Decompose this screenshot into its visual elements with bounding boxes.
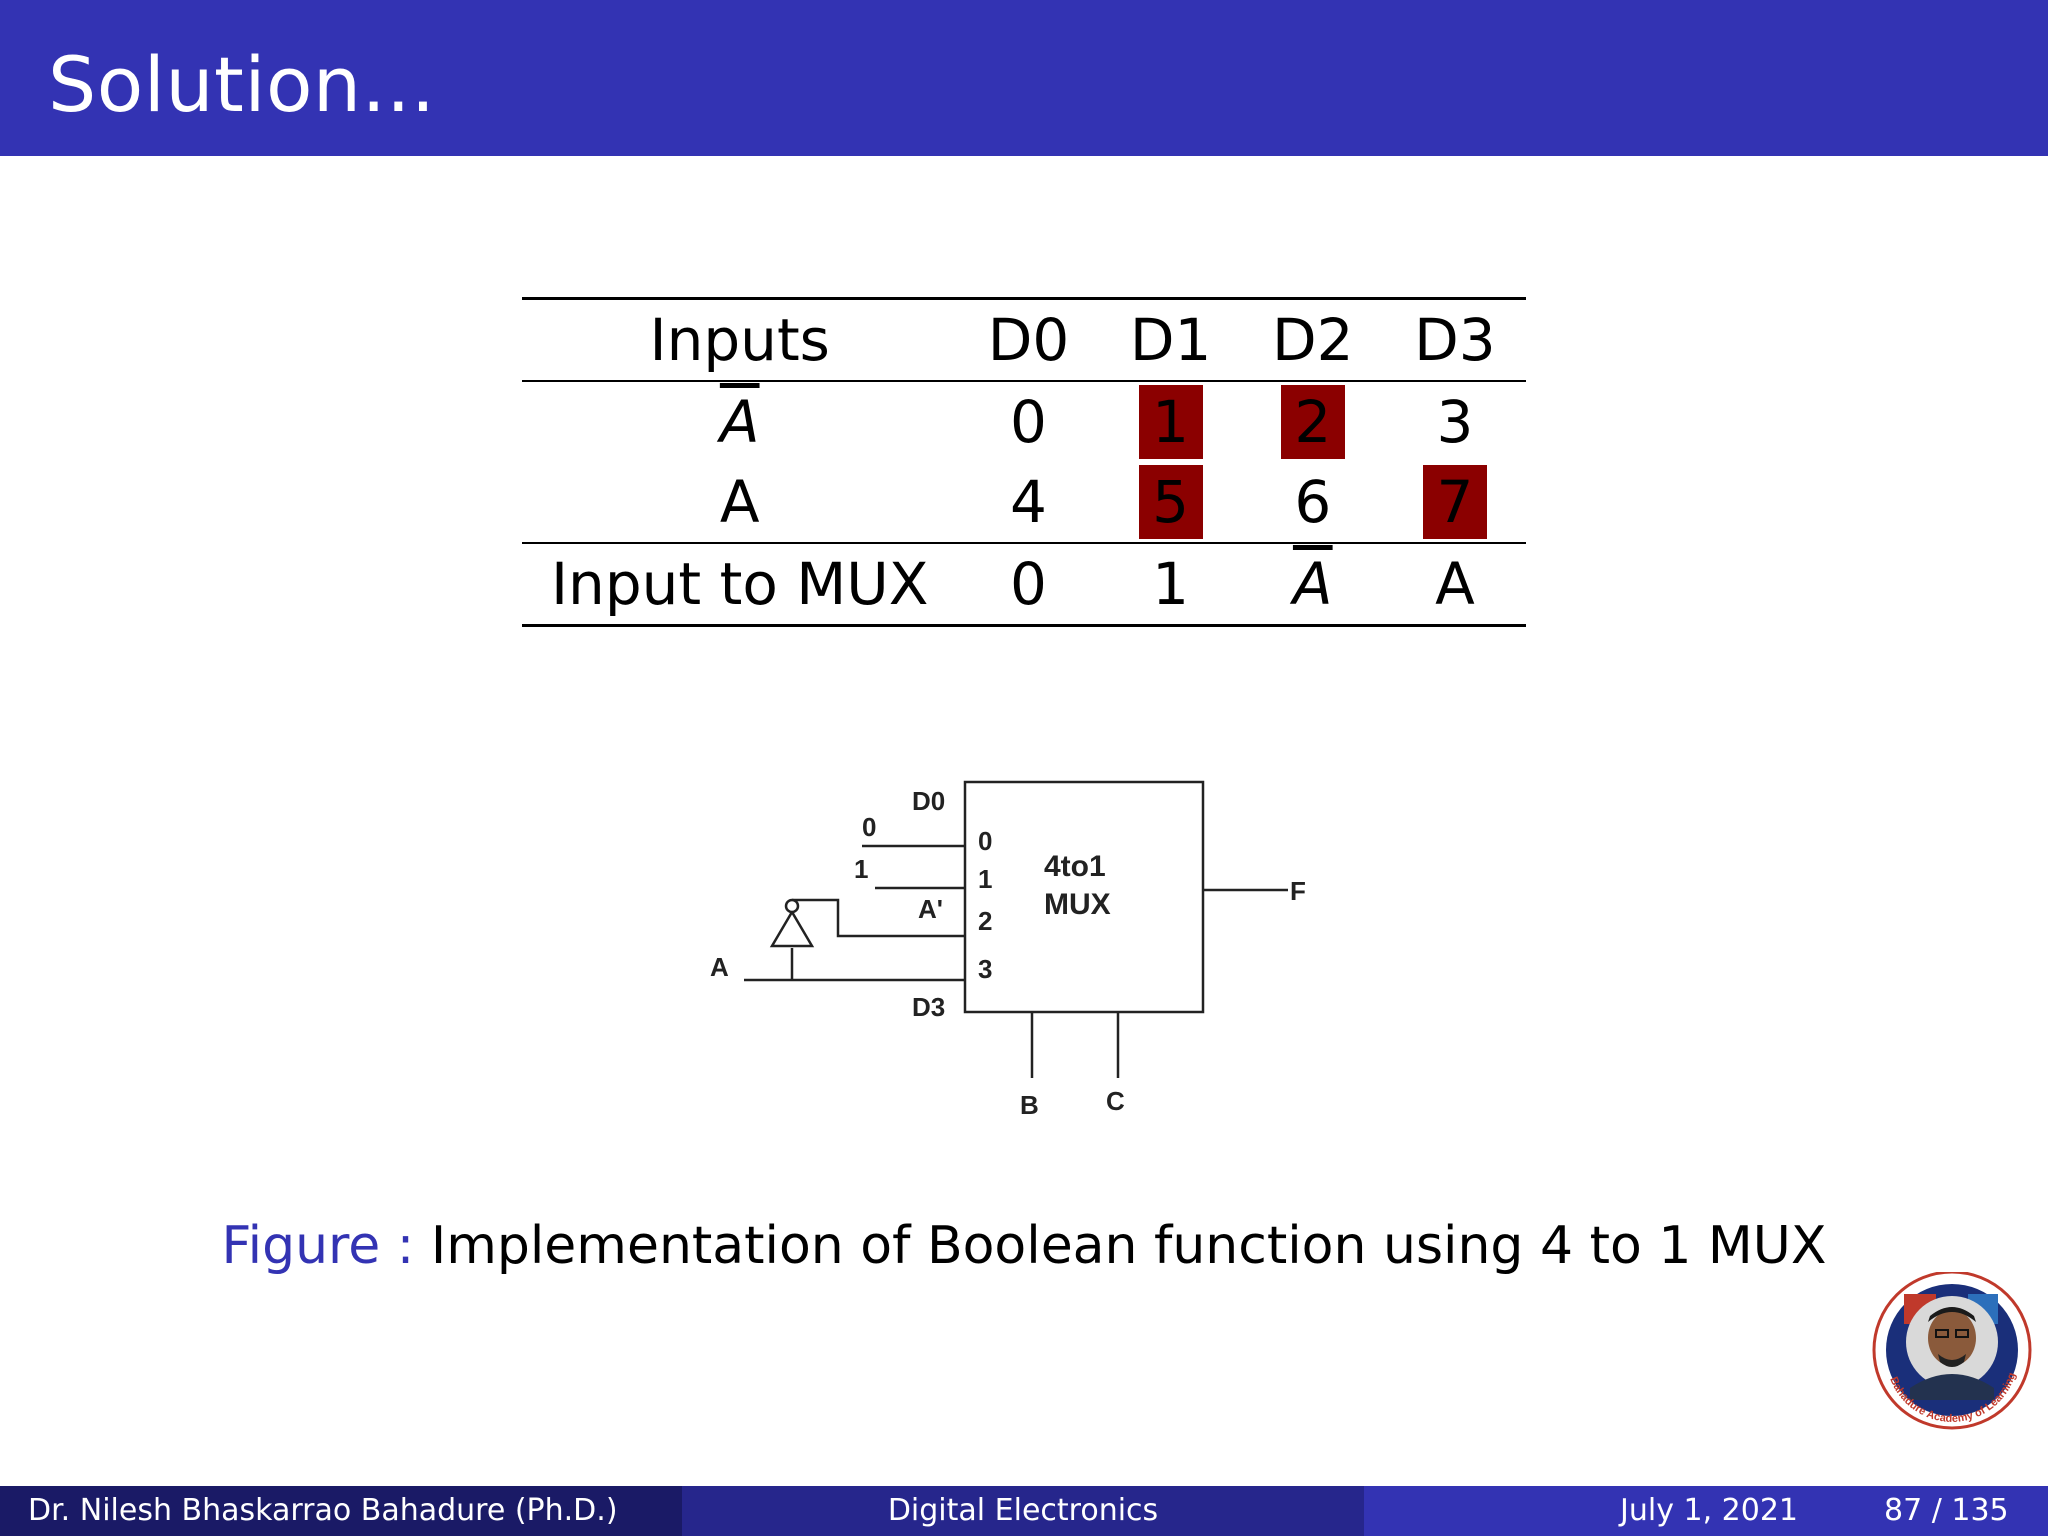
footer-bar: Dr. Nilesh Bhaskarrao Bahadure (Ph.D.) D… <box>0 1486 2048 1536</box>
table-cell: 0 <box>1010 550 1047 618</box>
row-label-a: A <box>719 468 760 536</box>
row-label-input-to-mux: Input to MUX <box>550 550 929 618</box>
table-header-row: Inputs D0 D1 D2 D3 <box>522 298 1526 382</box>
mux-label-line2: MUX <box>1044 888 1111 921</box>
footer-page-number: 87 / 135 <box>1884 1493 2009 1528</box>
portrait-face <box>1928 1310 1976 1366</box>
label-d0: D0 <box>912 786 945 816</box>
label-output-f: F <box>1290 876 1306 906</box>
label-input-1: 1 <box>854 854 868 884</box>
pin-1: 1 <box>978 864 992 894</box>
footer-author: Dr. Nilesh Bhaskarrao Bahadure (Ph.D.) <box>28 1493 618 1528</box>
table-cell: 0 <box>1010 388 1047 456</box>
title-bar: Solution... <box>0 0 2048 156</box>
table-cell: A <box>1435 550 1475 618</box>
header-d2: D2 <box>1271 306 1354 374</box>
table-cell-highlighted: 7 <box>1384 462 1526 543</box>
pin-2: 2 <box>978 906 992 936</box>
table-cell-highlighted: 1 <box>1100 381 1242 462</box>
header-inputs: Inputs <box>649 306 830 374</box>
caption-label: Figure : <box>221 1216 415 1276</box>
table-cell: A <box>1292 550 1333 618</box>
table-cell-highlighted: 5 <box>1100 462 1242 543</box>
line-a-not <box>792 898 965 938</box>
table-cell-highlighted: 2 <box>1242 381 1384 462</box>
row-label-a-bar: A <box>719 388 760 456</box>
table-cell: 3 <box>1436 388 1474 456</box>
label-d3: D3 <box>912 992 945 1022</box>
footer-left: Dr. Nilesh Bhaskarrao Bahadure (Ph.D.) <box>0 1486 682 1536</box>
footer-right: July 1, 2021 87 / 135 <box>1364 1486 2048 1536</box>
label-a-not: A' <box>918 894 943 924</box>
academy-logo: Bahadure Academy of Learning <box>1872 1272 2032 1430</box>
footer-date: July 1, 2021 <box>1620 1493 1798 1528</box>
caption-text: Implementation of Boolean function using… <box>430 1216 1827 1276</box>
mux-circuit-diagram: D0 0 1 A' A D3 0 1 2 3 4to1 MUX F B C <box>710 780 1306 1120</box>
figure-caption: Figure : Implementation of Boolean funct… <box>0 1216 2048 1276</box>
label-select-b: B <box>1020 1090 1039 1120</box>
header-d1: D1 <box>1129 306 1212 374</box>
label-input-0: 0 <box>862 812 876 842</box>
pin-0: 0 <box>978 826 992 856</box>
footer-course: Digital Electronics <box>682 1486 1364 1536</box>
inverter-bubble <box>784 898 800 914</box>
label-input-a: A <box>710 952 729 982</box>
pin-3: 3 <box>978 954 992 984</box>
header-d3: D3 <box>1414 306 1496 374</box>
table-result-row: Input to MUX 0 1 A A <box>522 543 1526 626</box>
label-select-c: C <box>1106 1086 1125 1116</box>
table-row: A 0 1 2 3 <box>522 381 1526 462</box>
inverter-icon <box>769 909 815 948</box>
table-row: A 4 5 6 7 <box>522 462 1526 543</box>
table-cell: 6 <box>1294 468 1332 536</box>
table-cell: 4 <box>1010 468 1047 536</box>
slide-title: Solution... <box>48 40 436 129</box>
implementation-table: Inputs D0 D1 D2 D3 A 0 1 2 3 A 4 5 6 7 I… <box>522 297 1526 627</box>
mux-box <box>963 780 1205 1014</box>
header-d0: D0 <box>987 306 1070 374</box>
table-cell: 1 <box>1152 550 1190 618</box>
mux-label-line1: 4to1 <box>1044 850 1106 883</box>
